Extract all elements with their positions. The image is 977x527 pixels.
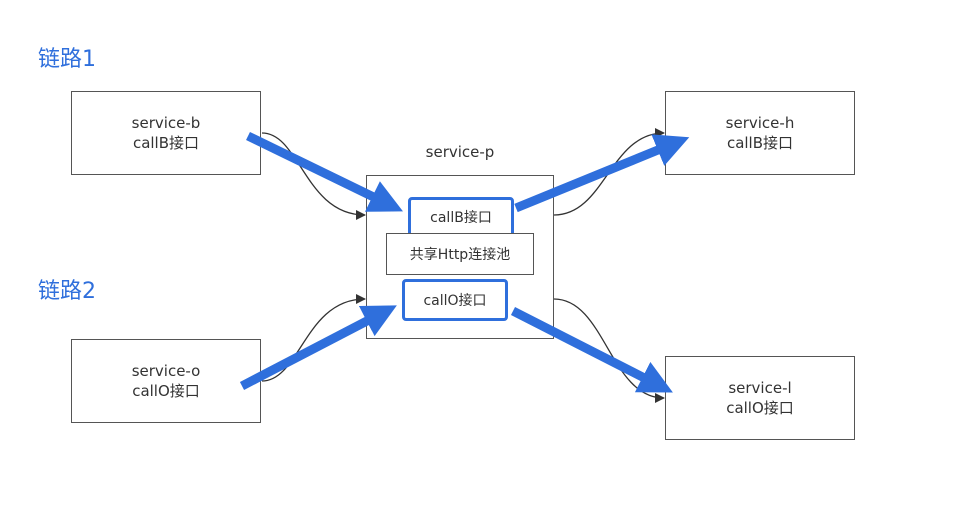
service-p-callo-box: callO接口 <box>402 279 508 321</box>
service-l-box: service-l callO接口 <box>665 356 855 440</box>
service-o-box: service-o callO接口 <box>71 339 261 423</box>
service-b-name: service-b <box>131 114 201 132</box>
service-p-title: service-p <box>425 143 495 161</box>
connector-o-to-p <box>261 294 366 382</box>
chain-2-label: 链路2 <box>38 279 96 304</box>
service-p-callo-label: callO接口 <box>423 293 487 309</box>
connector-p-to-h <box>553 128 665 216</box>
chain-1-label: 链路1 <box>38 47 96 72</box>
service-p-callb-box: callB接口 <box>408 197 514 237</box>
service-l-name: service-l <box>728 379 792 397</box>
connector-b-to-p <box>261 132 366 220</box>
service-o-name: service-o <box>131 362 201 380</box>
connector-p-to-l <box>553 298 665 403</box>
service-o-api: callO接口 <box>132 382 200 400</box>
service-b-api: callB接口 <box>132 134 200 152</box>
shared-http-pool-label: 共享Http连接池 <box>409 247 511 263</box>
service-p-callb-label: callB接口 <box>430 210 492 226</box>
service-h-box: service-h callB接口 <box>665 91 855 175</box>
shared-http-pool-box: 共享Http连接池 <box>386 233 534 275</box>
service-l-api: callO接口 <box>726 399 794 417</box>
service-h-name: service-h <box>725 114 795 132</box>
service-b-box: service-b callB接口 <box>71 91 261 175</box>
service-h-api: callB接口 <box>726 134 794 152</box>
